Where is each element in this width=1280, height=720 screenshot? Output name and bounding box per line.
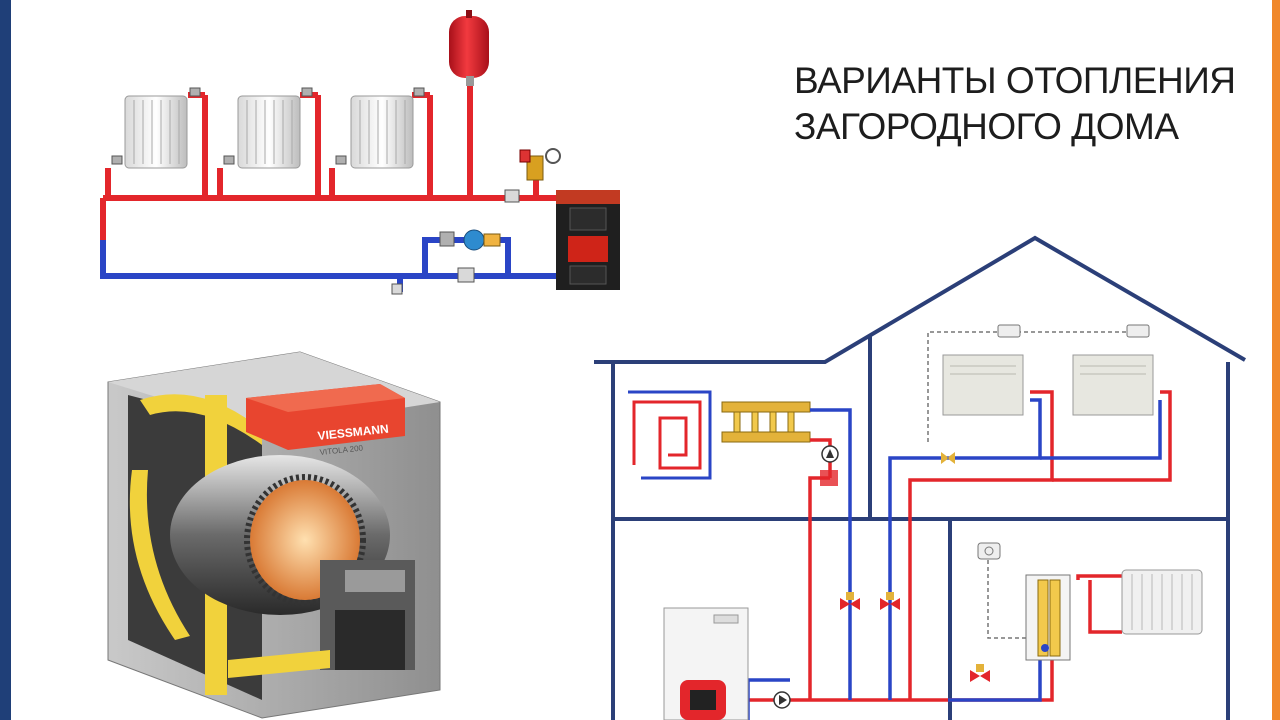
floor-manifold	[721, 401, 811, 443]
valve-icon	[111, 87, 425, 165]
slide-title: ВАРИАНТЫ ОТОПЛЕНИЯ ЗАГОРОДНОГО ДОМА	[794, 58, 1264, 150]
pump-icon	[439, 229, 501, 251]
solid-fuel-boiler	[556, 190, 620, 290]
title-line-1: ВАРИАНТЫ ОТОПЛЕНИЯ	[794, 60, 1236, 101]
slide-right-edge	[1272, 0, 1280, 720]
pump-icon	[773, 445, 839, 709]
safety-group-icon	[519, 148, 561, 181]
slide-left-edge	[0, 0, 11, 720]
radiator-icon	[124, 95, 188, 169]
return-pipe	[100, 237, 560, 292]
boiler-cutaway-illustration: VIESSMANN VITOLA 200	[107, 351, 441, 719]
house-heating-scheme	[594, 235, 1247, 720]
boiler-control-panel: VIESSMANN VITOLA 200	[246, 384, 405, 457]
valve-icon	[391, 189, 520, 295]
radiator-manifold	[1025, 574, 1071, 661]
solid-fuel-heating-schematic	[100, 10, 620, 295]
valve-icon	[840, 452, 990, 682]
thermostat-icon	[977, 324, 1150, 560]
title-line-2: ЗАГОРОДНОГО ДОМА	[794, 106, 1179, 147]
radiator-icon	[237, 95, 301, 169]
expansion-tank-icon	[449, 10, 489, 86]
supply-pipe	[100, 80, 560, 240]
radiator-icon	[350, 95, 414, 169]
radiator-icon	[1121, 569, 1203, 635]
return-pipe	[746, 398, 1162, 720]
wall-boiler	[663, 607, 749, 720]
radiator-icon	[942, 354, 1154, 416]
house-outline	[594, 235, 1247, 720]
supply-pipe	[748, 390, 1172, 702]
underfloor-heating-loop	[628, 390, 712, 480]
